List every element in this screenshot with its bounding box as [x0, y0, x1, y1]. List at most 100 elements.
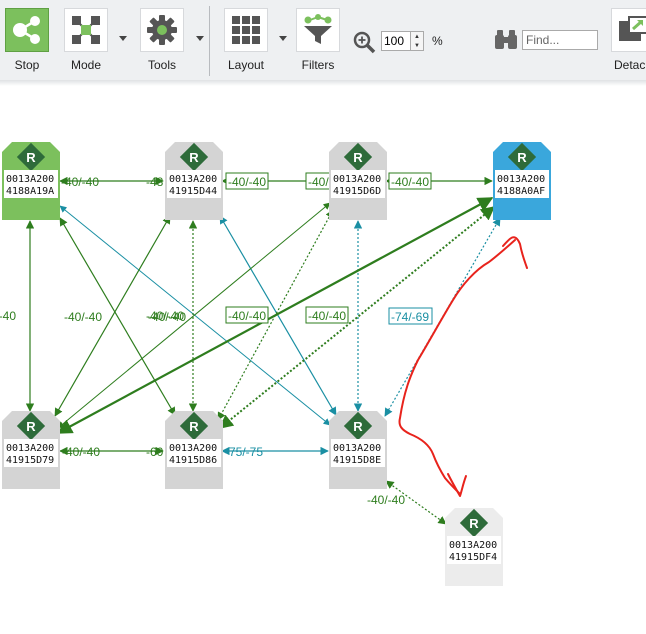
node-41915D86[interactable]: R 0013A200 41915D86 — [165, 411, 223, 489]
router-icon: R — [507, 142, 537, 172]
edge-label: -40/-40 — [0, 309, 16, 323]
toolbar-separator — [209, 6, 210, 76]
detach-icon — [611, 8, 646, 52]
edges-layer — [25, 176, 501, 525]
grid-layout-icon — [224, 8, 268, 52]
tools-dropdown-caret-icon[interactable] — [196, 36, 204, 41]
node-41915D44[interactable]: R 0013A200 41915D44 — [165, 142, 223, 220]
edge-label: -40/-40 — [148, 310, 186, 324]
red-annotation-arrow — [398, 236, 528, 497]
svg-text:0013A200: 0013A200 — [169, 174, 217, 185]
svg-text:0013A200: 0013A200 — [333, 443, 381, 454]
svg-text:R: R — [517, 150, 527, 165]
edge-label: -40/-40 — [225, 306, 269, 324]
svg-text:41915D8E: 41915D8E — [333, 455, 381, 466]
funnel-icon — [296, 8, 340, 52]
stop-label: Stop — [14, 58, 40, 72]
find-input[interactable] — [522, 30, 598, 50]
svg-text:4188A19A: 4188A19A — [6, 186, 54, 197]
mode-dropdown-caret-icon[interactable] — [119, 36, 127, 41]
svg-text:4188A0AF: 4188A0AF — [497, 186, 545, 197]
svg-text:-40/-40: -40/-40 — [228, 175, 266, 189]
node-41915D79[interactable]: R 0013A200 41915D79 — [2, 411, 60, 489]
edge-label: -40/-40 — [64, 310, 102, 324]
svg-text:-40/-40: -40/-40 — [391, 175, 429, 189]
zoom-input[interactable] — [381, 31, 413, 51]
edge-label: -40/-40 — [367, 493, 405, 507]
svg-text:R: R — [353, 150, 363, 165]
node-41915D8E[interactable]: R 0013A200 41915D8E — [329, 411, 387, 489]
layout-label: Layout — [227, 58, 265, 72]
edge-label: -40/-40 — [388, 172, 432, 190]
svg-text:0013A200: 0013A200 — [6, 174, 54, 185]
gear-icon — [140, 8, 184, 52]
svg-text:0013A200: 0013A200 — [169, 443, 217, 454]
edge-label: -75/-75 — [225, 445, 263, 459]
node-4188A19A[interactable]: R 0013A200 4188A19A — [2, 142, 60, 220]
nodes-layer: R 0013A200 4188A19A R 0013A200 41915D44 … — [2, 142, 551, 586]
svg-text:0013A200: 0013A200 — [333, 174, 381, 185]
zoom-icon — [352, 30, 376, 59]
edge-label: -74/-69 — [388, 307, 433, 325]
svg-text:-40/-40: -40/-40 — [367, 493, 405, 507]
router-icon: R — [459, 508, 489, 538]
edge-label: -40/-40 — [225, 172, 269, 190]
edge-label: -40/-40 — [305, 306, 349, 324]
svg-text:-40/-40: -40/-40 — [146, 309, 184, 323]
edge-label: -40/-40 — [62, 445, 100, 459]
svg-text:R: R — [469, 516, 479, 531]
toolbar: Stop Mode — [0, 0, 646, 81]
svg-text:41915D86: 41915D86 — [169, 455, 217, 466]
tools-button[interactable]: Tools — [139, 8, 185, 72]
network-graph-canvas[interactable]: -40/-40 -40/-40 -40/-40 -40/-40 -40/-40 … — [0, 86, 646, 634]
mode-icon — [64, 8, 108, 52]
svg-text:-40/-40: -40/-40 — [148, 310, 186, 324]
svg-text:R: R — [189, 419, 199, 434]
zoom-down-icon[interactable]: ▼ — [414, 42, 420, 49]
svg-text:41915D6D: 41915D6D — [333, 186, 381, 197]
node-41915D6D[interactable]: R 0013A200 41915D6D — [329, 142, 387, 220]
svg-text:-40/-40: -40/-40 — [0, 309, 16, 323]
layout-button[interactable]: Layout — [223, 8, 269, 72]
edge-label: -48 — [146, 175, 164, 189]
svg-text:41915DF4: 41915DF4 — [449, 552, 497, 563]
mode-button[interactable]: Mode — [63, 8, 109, 72]
svg-text:-40/-40: -40/-40 — [228, 309, 266, 323]
mode-label: Mode — [70, 58, 102, 72]
svg-text:-60: -60 — [146, 445, 164, 459]
svg-text:R: R — [353, 419, 363, 434]
edge-n7-n8[interactable] — [385, 480, 447, 525]
zoom-up-icon[interactable]: ▲ — [414, 33, 420, 40]
svg-text:-40/-40: -40/-40 — [61, 175, 99, 189]
node-4188A0AF[interactable]: R 0013A200 4188A0AF — [493, 142, 551, 220]
svg-text:41915D79: 41915D79 — [6, 455, 54, 466]
edge-label: -40/-40 — [61, 175, 99, 189]
svg-text:-48: -48 — [146, 175, 164, 189]
svg-text:R: R — [26, 150, 36, 165]
svg-text:0013A200: 0013A200 — [449, 540, 497, 551]
filters-button[interactable]: Filters — [295, 8, 341, 72]
svg-text:R: R — [26, 419, 36, 434]
filters-label: Filters — [301, 58, 335, 72]
svg-text:R: R — [189, 150, 199, 165]
svg-text:-40/-40: -40/-40 — [308, 309, 346, 323]
svg-text:-75/-75: -75/-75 — [225, 445, 263, 459]
node-41915DF4[interactable]: R 0013A200 41915DF4 — [445, 508, 503, 586]
edge-n4-n6[interactable] — [218, 206, 496, 429]
zoom-unit: % — [432, 34, 443, 48]
network-stop-icon — [5, 8, 49, 52]
detach-label: Detach — [613, 58, 646, 72]
layout-dropdown-caret-icon[interactable] — [279, 36, 287, 41]
tools-label: Tools — [147, 58, 176, 72]
edge-label: -40/-40 — [146, 309, 184, 323]
stop-button[interactable]: Stop — [4, 8, 50, 72]
svg-text:0013A200: 0013A200 — [497, 174, 545, 185]
detach-button[interactable]: Detach — [610, 8, 646, 72]
svg-text:-40/-40: -40/-40 — [62, 445, 100, 459]
edge-labels-layer: -40/-40 -40/-40 -40/-40 -40/-40 -40/-40 … — [0, 172, 433, 507]
binoculars-icon[interactable] — [494, 29, 518, 56]
zoom-spinner[interactable]: ▲ ▼ — [410, 31, 424, 51]
svg-text:-40/-40: -40/-40 — [64, 310, 102, 324]
toolbar-shadow — [0, 80, 646, 86]
edge-label: -60 — [146, 445, 164, 459]
